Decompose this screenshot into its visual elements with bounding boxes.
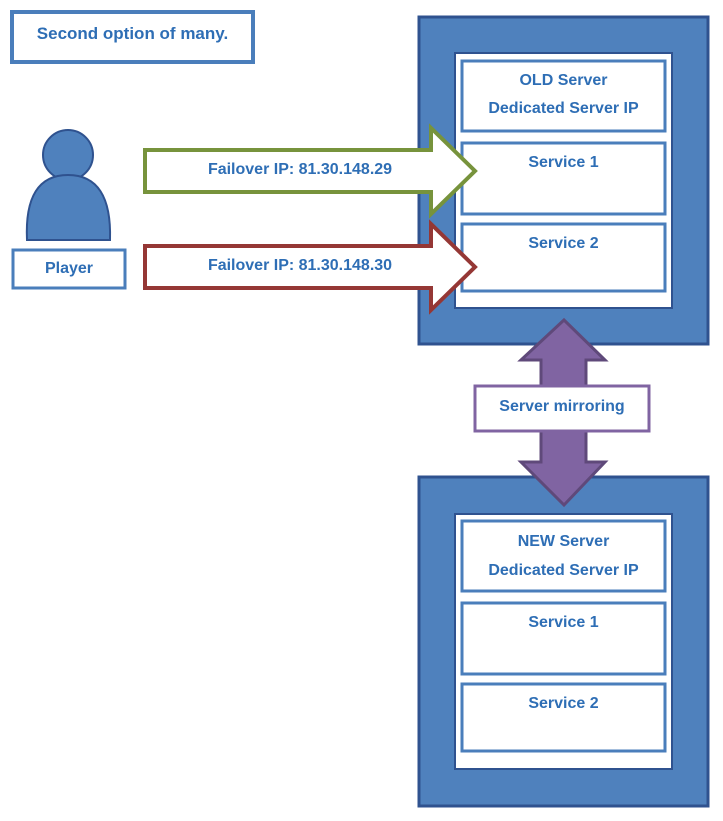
old-server-title-line2: Dedicated Server IP: [488, 100, 639, 117]
old-server-title-box: [460, 59, 667, 133]
new-server-title-line1: NEW Server: [517, 533, 610, 550]
new-service2-label: Service 2: [528, 695, 599, 712]
player-label-box: [11, 248, 127, 290]
caption-text: Second option of many.: [36, 24, 229, 43]
old-service2-label: Service 2: [528, 235, 599, 252]
new-service2-box: [460, 682, 667, 753]
new-server-title-line2: Dedicated Server IP: [488, 562, 639, 579]
old-service1-label: Service 1: [528, 154, 599, 171]
failover-ip-1-label: Failover IP: 81.30.148.29: [207, 161, 393, 178]
new-service1-box: [460, 601, 667, 676]
caption-box: [10, 10, 255, 64]
old-server-title-line1: OLD Server: [519, 72, 608, 89]
player-label: Player: [44, 260, 94, 277]
new-service1-label: Service 1: [528, 614, 599, 631]
player-icon: [25, 129, 112, 241]
failover-ip-2-label: Failover IP: 81.30.148.30: [207, 257, 393, 274]
failover-arrow-red: [143, 219, 478, 315]
new-server-title-box: [460, 519, 667, 593]
mirror-label: Server mirroring: [499, 398, 625, 415]
failover-arrow-green: [143, 123, 478, 219]
mirror-label-box: [473, 384, 651, 433]
